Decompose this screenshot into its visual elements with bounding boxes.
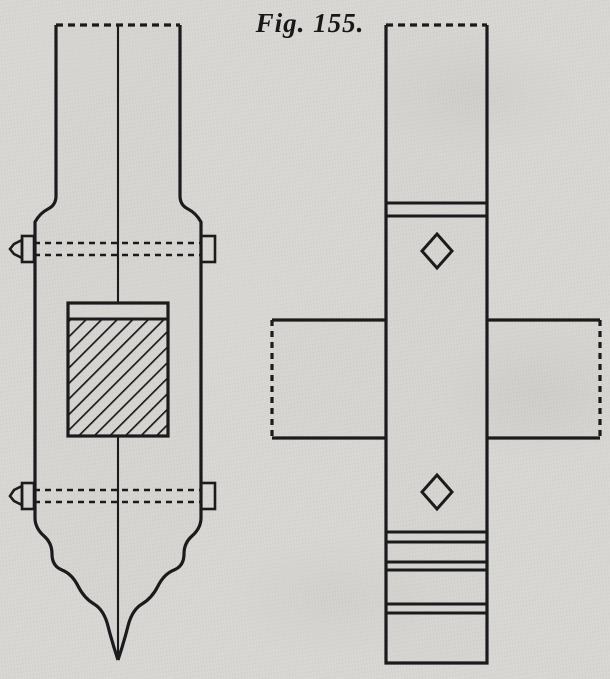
strip-outline bbox=[384, 25, 489, 665]
right-wing-fill bbox=[487, 320, 600, 438]
shaft-outline-right bbox=[116, 25, 203, 661]
left-wing-solid-edges bbox=[272, 318, 388, 440]
section-block-cap bbox=[66, 301, 170, 321]
lower-bolt-head bbox=[8, 483, 24, 508]
right-wing-solid-edges bbox=[487, 318, 600, 440]
lower-bolt-collar bbox=[20, 481, 36, 511]
hatched-section-block bbox=[66, 301, 170, 438]
upper-bolt-nut bbox=[199, 234, 217, 264]
lower-diamond-boss bbox=[419, 472, 455, 512]
figure-caption: Fig. 155. bbox=[255, 8, 365, 38]
left-wing-fill bbox=[272, 320, 388, 438]
upper-bolt bbox=[8, 234, 217, 264]
upper-bolt-head bbox=[8, 237, 24, 261]
lower-bolt-nut bbox=[199, 481, 217, 511]
side-elevation-view bbox=[270, 23, 602, 665]
shaft-outline-left bbox=[33, 25, 120, 661]
front-elevation-view bbox=[8, 23, 217, 661]
upper-bolt-collar bbox=[20, 234, 36, 264]
section-block-hatch bbox=[66, 317, 170, 438]
section-block-border bbox=[66, 301, 170, 438]
lower-bolt bbox=[8, 481, 217, 511]
upper-diamond-boss bbox=[419, 231, 455, 271]
strip-fill bbox=[386, 25, 487, 663]
